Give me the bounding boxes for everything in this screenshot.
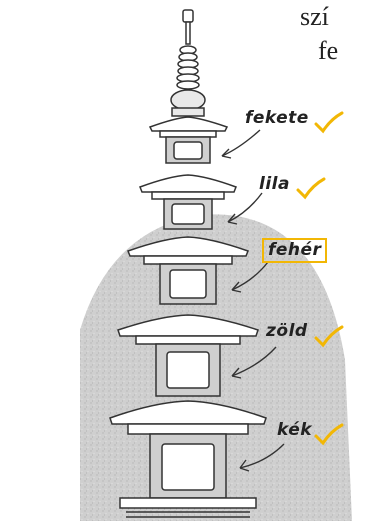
pagoda-spire — [171, 10, 205, 116]
label-fekete: fekete — [245, 110, 309, 127]
cropped-text-line-2: fe — [318, 38, 338, 64]
label-zold: zöld — [266, 323, 308, 340]
cropped-text-line-1: szí — [300, 4, 329, 30]
label-lila: lila — [259, 176, 290, 193]
arrow-icon — [222, 130, 260, 158]
pagoda-tier-1 — [150, 117, 227, 163]
check-icon — [298, 179, 324, 197]
check-icon — [316, 113, 342, 131]
label-feher-highlighted: fehér — [262, 238, 327, 263]
label-kek: kék — [277, 422, 312, 439]
